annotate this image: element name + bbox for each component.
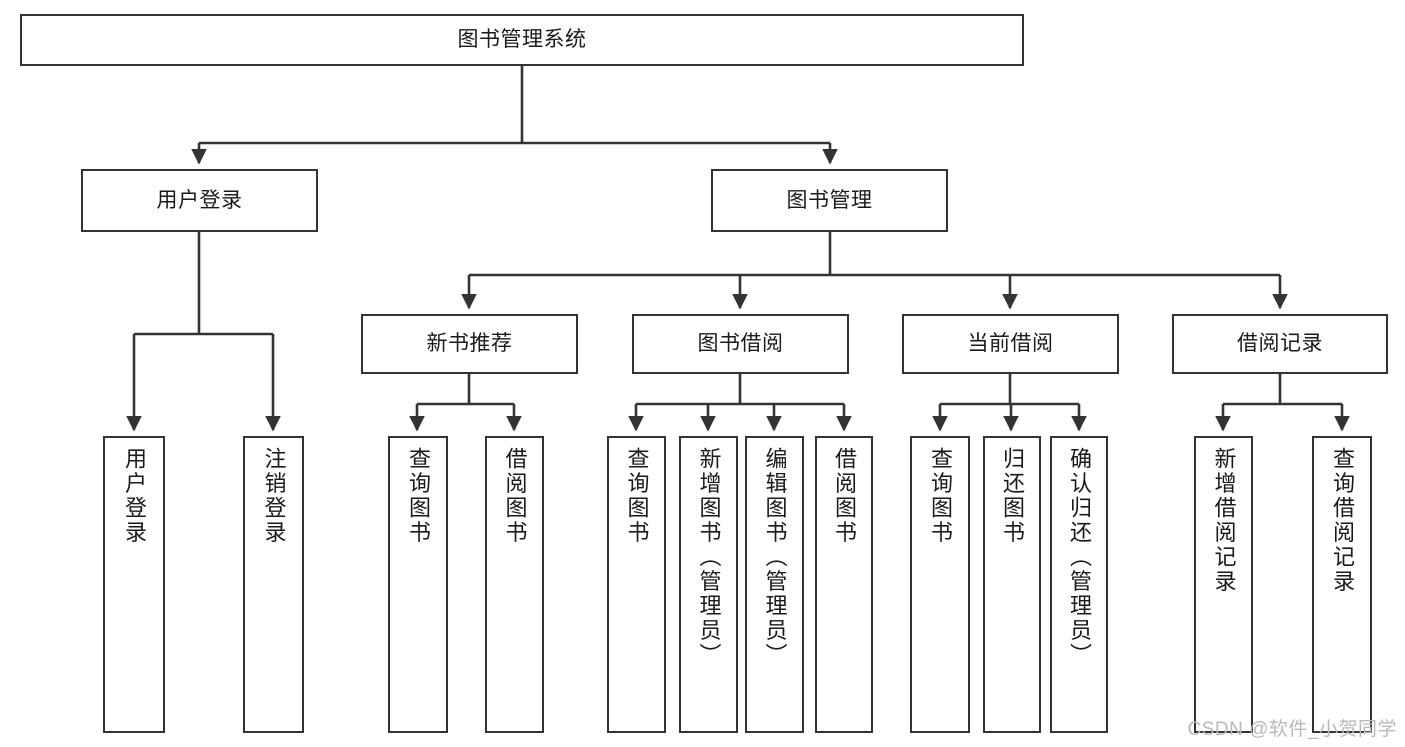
leaf-edit-book-admin-label: 编辑图书（管理员） xyxy=(762,447,788,668)
node-current-borrow[interactable]: 当前借阅 xyxy=(902,314,1119,374)
leaf-borrow-book-label: 借阅图书 xyxy=(832,447,857,545)
leaf-borrow-book[interactable]: 借阅图书 xyxy=(815,436,873,733)
leaf-add-book-admin[interactable]: 新增图书（管理员） xyxy=(679,436,738,733)
leaf-return-book-label: 归还图书 xyxy=(1000,447,1025,545)
node-new-book-recommend[interactable]: 新书推荐 xyxy=(361,314,578,374)
node-book-borrow-label: 图书借阅 xyxy=(697,332,784,356)
leaf-confirm-return-admin-label: 确认归还（管理员） xyxy=(1067,447,1092,668)
leaf-add-borrow-record-label: 新增借阅记录 xyxy=(1211,447,1237,594)
leaf-query-book-recommend[interactable]: 查询图书 xyxy=(388,436,448,733)
leaf-query-book-current-label: 查询图书 xyxy=(928,447,953,545)
node-borrow-record-label: 借阅记录 xyxy=(1237,332,1323,356)
leaf-borrow-book-recommend-label: 借阅图书 xyxy=(502,447,528,545)
watermark: CSDN @软件_小贺同学 xyxy=(1187,719,1397,740)
leaf-add-book-admin-label: 新增图书（管理员） xyxy=(696,447,722,668)
leaf-confirm-return-admin[interactable]: 确认归还（管理员） xyxy=(1050,436,1108,733)
node-book-management-label: 图书管理 xyxy=(786,188,873,212)
leaf-borrow-book-recommend[interactable]: 借阅图书 xyxy=(485,436,544,733)
node-current-borrow-label: 当前借阅 xyxy=(967,332,1054,356)
node-book-borrow[interactable]: 图书借阅 xyxy=(632,314,849,374)
leaf-user-login-label: 用户登录 xyxy=(122,447,147,545)
node-user-login-label: 用户登录 xyxy=(156,188,243,212)
node-user-login[interactable]: 用户登录 xyxy=(81,169,318,232)
node-root[interactable]: 图书管理系统 xyxy=(20,14,1024,66)
leaf-query-book-current[interactable]: 查询图书 xyxy=(910,436,970,733)
leaf-logout[interactable]: 注销登录 xyxy=(243,436,304,733)
leaf-query-borrow-record[interactable]: 查询借阅记录 xyxy=(1312,436,1372,733)
node-book-management[interactable]: 图书管理 xyxy=(711,169,948,232)
leaf-add-borrow-record[interactable]: 新增借阅记录 xyxy=(1194,436,1253,733)
node-new-book-recommend-label: 新书推荐 xyxy=(426,332,513,356)
node-borrow-record[interactable]: 借阅记录 xyxy=(1172,314,1388,374)
leaf-logout-label: 注销登录 xyxy=(261,447,287,545)
leaf-query-book-recommend-label: 查询图书 xyxy=(406,447,431,545)
leaf-query-book-borrow-label: 查询图书 xyxy=(624,447,650,545)
leaf-edit-book-admin[interactable]: 编辑图书（管理员） xyxy=(745,436,804,733)
leaf-user-login[interactable]: 用户登录 xyxy=(103,436,165,733)
leaf-return-book[interactable]: 归还图书 xyxy=(983,436,1041,733)
leaf-query-borrow-record-label: 查询借阅记录 xyxy=(1330,447,1355,594)
node-root-label: 图书管理系统 xyxy=(457,28,587,52)
leaf-query-book-borrow[interactable]: 查询图书 xyxy=(607,436,666,733)
